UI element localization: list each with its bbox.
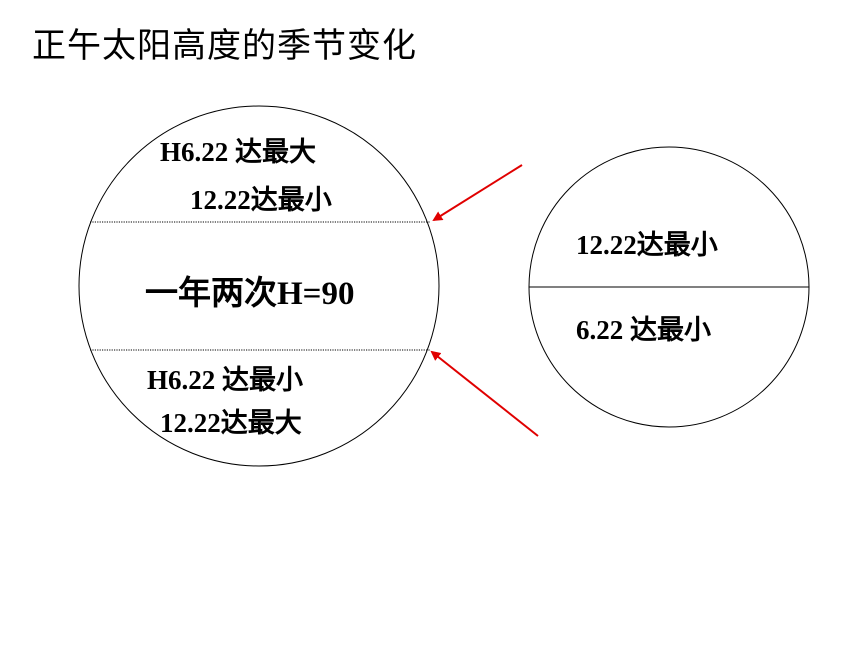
upper-arrow [432, 164, 523, 222]
left-earth-circle [78, 105, 440, 467]
page-title: 正午太阳高度的季节变化 [32, 26, 417, 66]
left-bottom-label-2: 12.22达最大 [160, 408, 302, 438]
right-top-label: 12.22达最小 [576, 230, 718, 260]
left-bottom-label-1: H6.22 达最小 [147, 365, 304, 395]
lower-arrow [430, 350, 539, 437]
left-middle-label: 一年两次H=90 [145, 276, 355, 312]
right-bottom-label: 6.22 达最小 [576, 315, 711, 345]
left-top-label-2: 12.22达最小 [190, 185, 332, 215]
left-top-label-1: H6.22 达最大 [160, 137, 317, 167]
